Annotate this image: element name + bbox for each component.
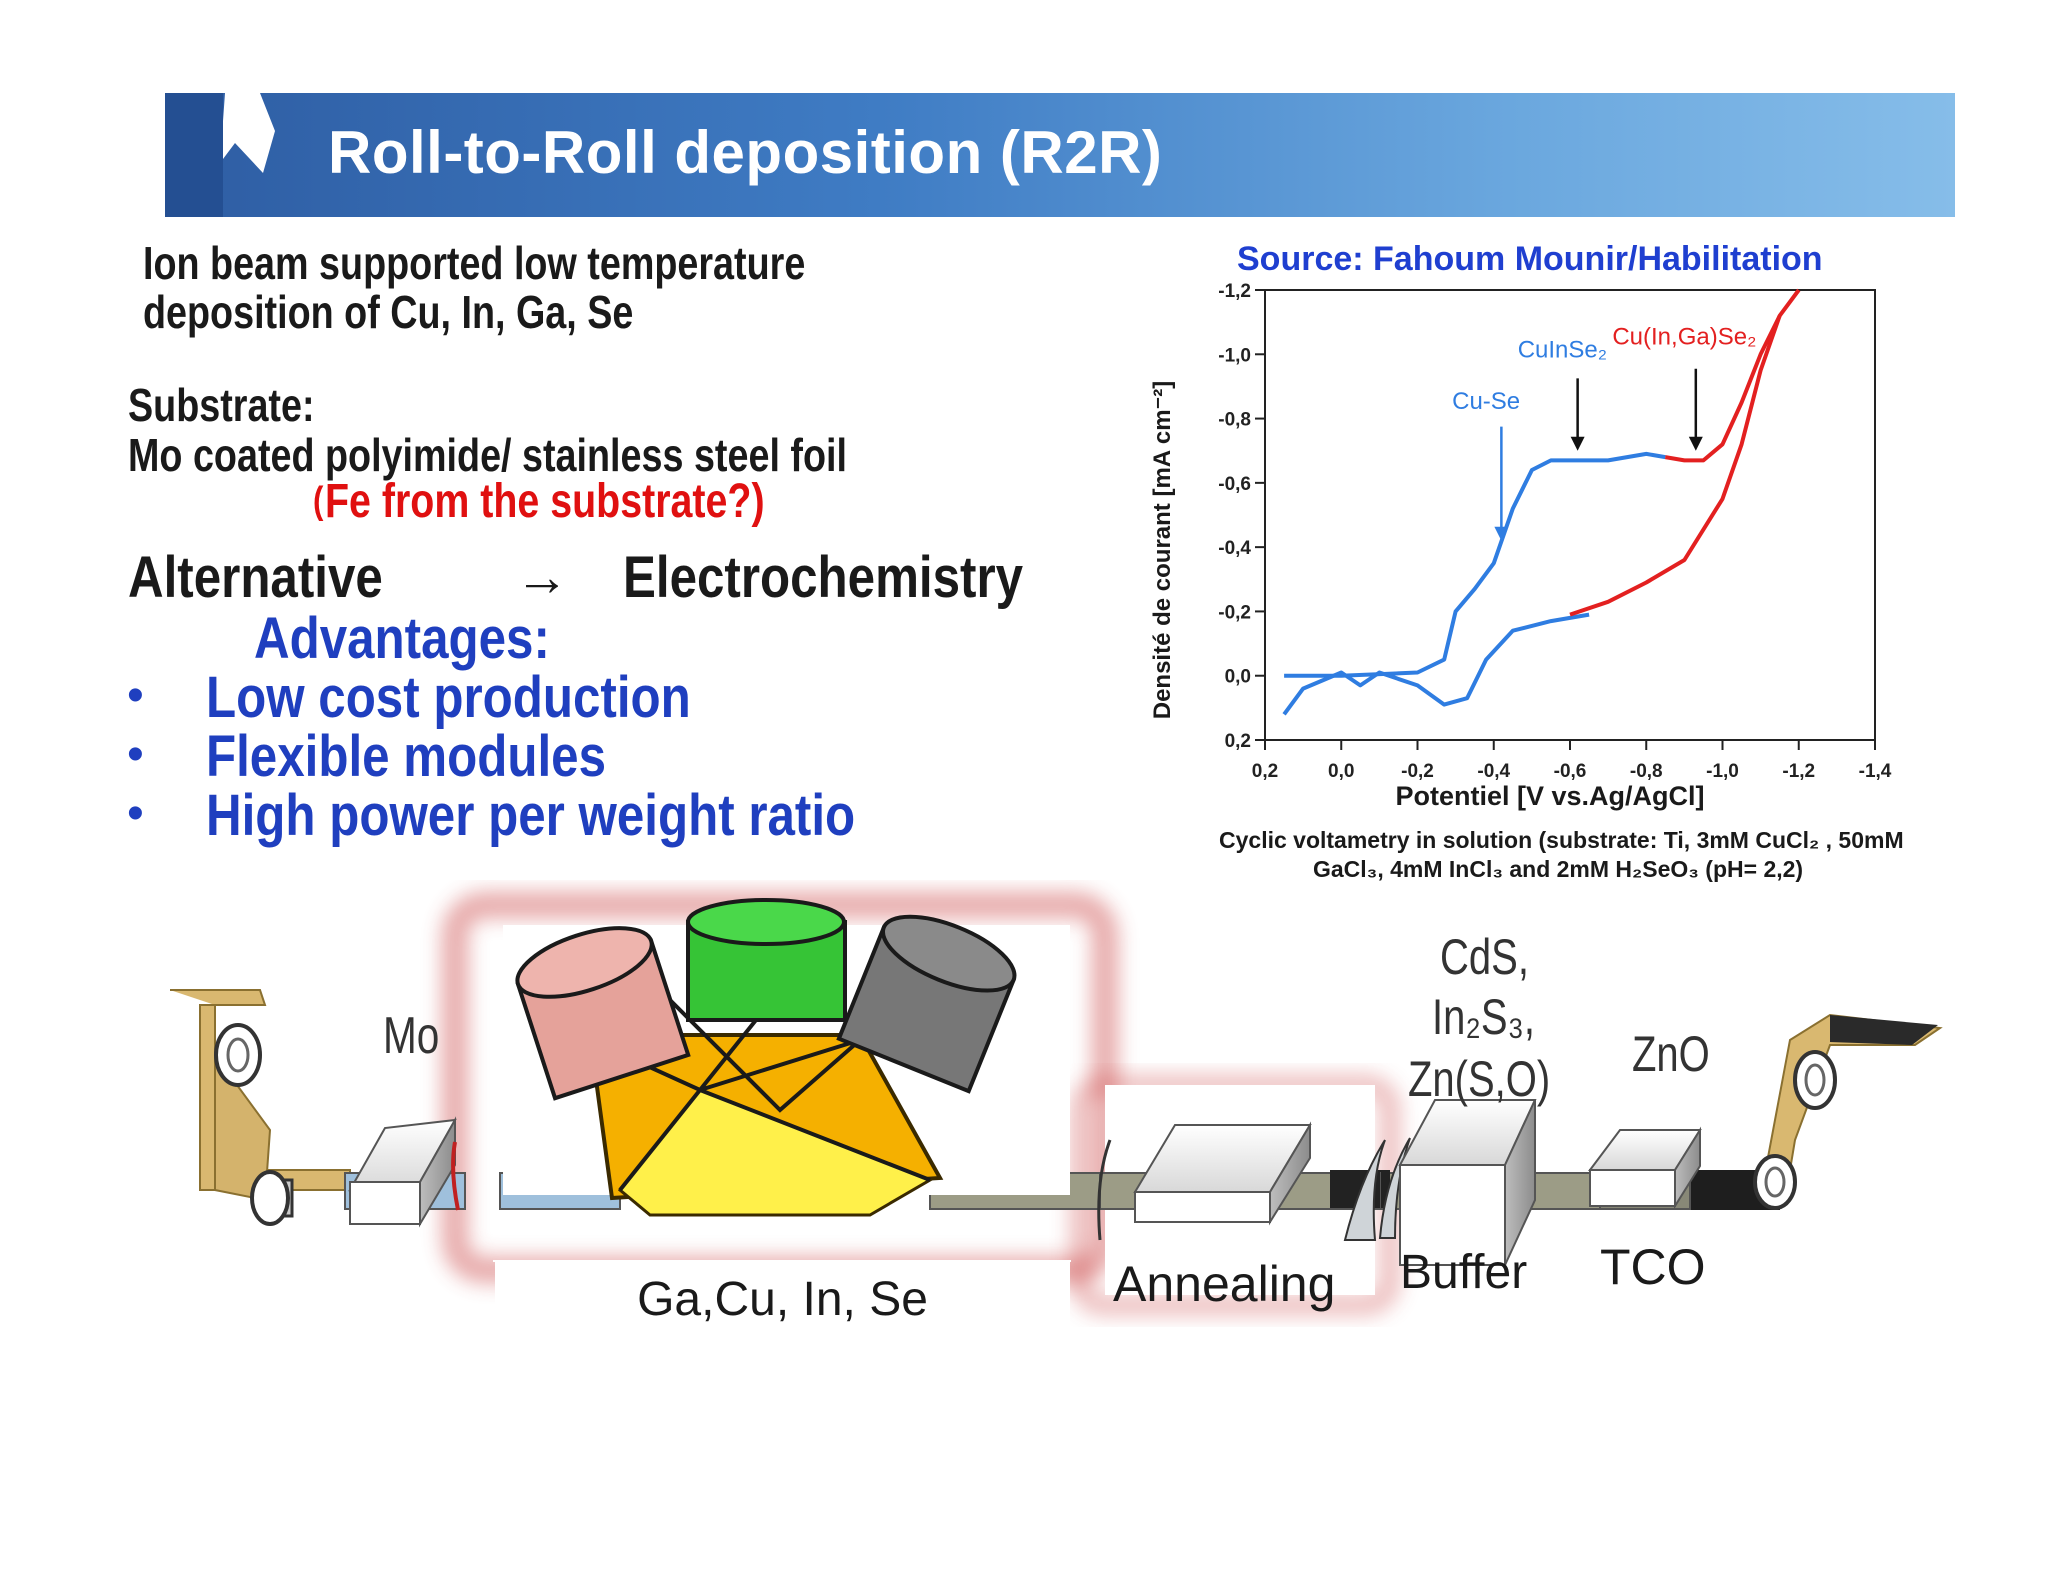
buffer-label: Buffer	[1400, 1246, 1528, 1299]
title-banner	[165, 93, 1955, 217]
chart-series-line	[1284, 451, 1666, 678]
bullet-item: Low cost production	[206, 665, 691, 730]
chart-x-tick-label: 0,2	[1252, 761, 1278, 782]
chart-series-line	[1282, 612, 1590, 716]
chart-annotation-arrowhead	[1570, 436, 1585, 451]
roller-icon	[250, 1170, 290, 1226]
substrate-note-paren: (	[313, 480, 324, 522]
chart-source: Source: Fahoum Mounir/Habilitation	[1237, 240, 1823, 278]
chart-x-tick-label: -1,4	[1859, 761, 1892, 782]
substrate-text: Mo coated polyimide/ stainless steel foi…	[128, 429, 847, 481]
target-gray-icon	[836, 914, 1017, 1094]
mo-source-box	[348, 1116, 457, 1228]
chart-annotation: Cu(In,Ga)Se₂	[1612, 324, 1756, 351]
chart-x-tick-label: -0,4	[1477, 761, 1510, 782]
chart-x-tick-label: -0,8	[1630, 761, 1663, 782]
bullet-item: Flexible modules	[206, 724, 606, 789]
bullet-icon: •	[127, 669, 144, 722]
bullet-icon: •	[127, 787, 144, 840]
roller-icon	[1753, 1154, 1797, 1210]
zno-label: ZnO	[1632, 1026, 1710, 1082]
target-green-icon	[686, 898, 847, 1022]
substrate-heading: Substrate:	[128, 379, 315, 431]
chamber-label-panel	[495, 1262, 1070, 1342]
r2r-process-diagram	[170, 892, 1943, 1315]
chart-series-line	[1569, 315, 1782, 617]
chart-x-tick-label: -1,0	[1706, 761, 1739, 782]
deposition-plume	[587, 988, 944, 1217]
tco-box	[1588, 1126, 1702, 1210]
chart-x-tick-label: -1,2	[1782, 761, 1815, 782]
chart-y-tick-label: 0,2	[1225, 731, 1251, 752]
buffer-material: In₂S₃,	[1432, 989, 1535, 1045]
buffer-material: Zn(S,O)	[1408, 1051, 1551, 1107]
chart-annotation: CuInSe₂	[1518, 337, 1607, 364]
chart-x-axis-label: Potentiel [V vs.Ag/AgCl]	[1395, 781, 1704, 811]
buffer-box	[1398, 1099, 1537, 1266]
intro-line-1: Ion beam supported low temperature	[143, 237, 806, 289]
chart-y-tick-label: -1,0	[1218, 345, 1251, 366]
chart-caption-line-2: GaCl₃, 4mM InCl₃ and 2mM H₂SeO₃ (pH= 2,2…	[1313, 856, 1804, 882]
chart-annotation: Cu-Se	[1452, 388, 1520, 415]
chart-caption-line-1: Cyclic voltametry in solution (substrate…	[1219, 827, 1904, 853]
alternative-label: Alternative	[128, 545, 383, 610]
chart-y-tick-label: -0,4	[1218, 538, 1251, 559]
substrate-note: Fe from the substrate?)	[325, 475, 765, 528]
bullet-item: High power per weight ratio	[206, 783, 856, 848]
bullet-icon: •	[127, 728, 144, 781]
roller-icon	[1793, 1050, 1837, 1110]
chart-y-tick-label: -0,2	[1218, 602, 1251, 623]
slide-title: Roll-to-Roll deposition (R2R)	[328, 119, 1163, 186]
chart-annotation-arrowhead	[1494, 526, 1509, 541]
tco-label: TCO	[1600, 1239, 1706, 1295]
chart-x-tick-label: -0,2	[1401, 761, 1434, 782]
mo-label: Mo	[383, 1007, 440, 1065]
intro-line-2: deposition of Cu, In, Ga, Se	[143, 286, 634, 338]
chart-y-tick-label: -0,8	[1218, 410, 1251, 431]
annealing-label: Annealing	[1113, 1256, 1336, 1312]
annealing-box	[1133, 1121, 1312, 1226]
chart-y-tick-label: 0,0	[1225, 667, 1251, 688]
chart-x-tick-label: -0,6	[1554, 761, 1587, 782]
chart-annotation-arrowhead	[1688, 436, 1703, 451]
chart-y-tick-label: -1,2	[1218, 281, 1251, 302]
cyclic-voltammetry-chart: 0,2 0,0 -0,2 -0,4 -0,6 -0,8 -1,0 -1,2 -1,4 -1,2 -1…	[1149, 281, 1892, 811]
buffer-material: CdS,	[1440, 929, 1529, 985]
banner-logo-icon	[165, 93, 275, 217]
arrow-icon: →	[515, 547, 569, 607]
chart-y-axis-label: Densité de courant [mA cm⁻²]	[1149, 381, 1176, 720]
chart-x-tick-label: 0,0	[1328, 761, 1354, 782]
chamber-label: Ga,Cu, In, Se	[637, 1273, 928, 1326]
advantages-heading: Advantages:	[254, 606, 550, 671]
alternative-value: Electrochemistry	[623, 545, 1024, 610]
chart-y-tick-label: -0,6	[1218, 474, 1251, 495]
roller-icon	[214, 1023, 262, 1087]
target-pink-icon	[515, 926, 691, 1101]
